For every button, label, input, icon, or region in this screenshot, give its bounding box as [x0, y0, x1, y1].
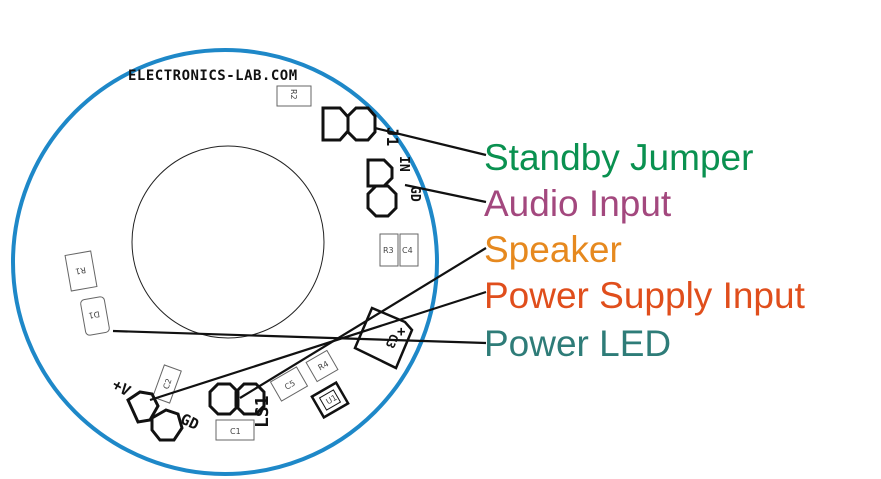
r3-footprint — [379, 233, 399, 267]
r4-label: R4 — [317, 359, 331, 372]
c3-footprint — [353, 306, 414, 370]
c5-footprint — [269, 366, 309, 402]
audio-gd-label: GD — [407, 186, 422, 202]
d1-footprint — [80, 296, 110, 336]
u1-footprint — [310, 380, 350, 420]
c4-footprint — [399, 233, 419, 267]
r3-label: R3 — [383, 246, 394, 255]
power-input-connector — [126, 390, 184, 442]
r1-label: R1 — [75, 265, 87, 276]
audio-input-connector — [366, 158, 398, 218]
r1-footprint — [64, 250, 98, 292]
in-label: IN — [396, 156, 411, 172]
c1-footprint — [215, 419, 255, 441]
r4-footprint — [305, 349, 339, 383]
standby-jumper-j1 — [321, 106, 377, 142]
d1-label: D1 — [88, 309, 101, 320]
c1-label: C1 — [230, 427, 241, 436]
power-led-callout: Power LED — [484, 323, 671, 364]
c4-label: C4 — [402, 246, 413, 255]
standby-jumper-callout: Standby Jumper — [484, 137, 753, 178]
power-supply-leader — [149, 290, 487, 402]
speaker-leader — [239, 247, 487, 399]
r2-footprint — [276, 85, 312, 107]
speaker-cutout — [131, 145, 325, 339]
audio-input-callout: Audio Input — [484, 183, 672, 224]
speaker-callout: Speaker — [484, 229, 622, 270]
c2-label: C2 — [162, 377, 174, 390]
power-supply-callout: Power Supply Input — [484, 275, 806, 316]
standby-jumper-leader — [374, 126, 487, 157]
ls1-label: LS1 — [252, 395, 273, 428]
power-led-leader — [112, 329, 487, 345]
pwr-gd-label: GD — [178, 410, 202, 434]
brand-text: ELECTRONICS-LAB.COM — [128, 68, 298, 84]
c3-plus: + — [397, 324, 405, 340]
r2-label: R2 — [289, 89, 298, 100]
leader-lines — [112, 126, 487, 402]
pcb-outline — [11, 48, 439, 476]
plus-v-label: +V — [109, 375, 134, 400]
audio-input-leader — [404, 183, 487, 204]
c5-label: C5 — [283, 379, 297, 392]
c2-footprint — [152, 364, 182, 404]
